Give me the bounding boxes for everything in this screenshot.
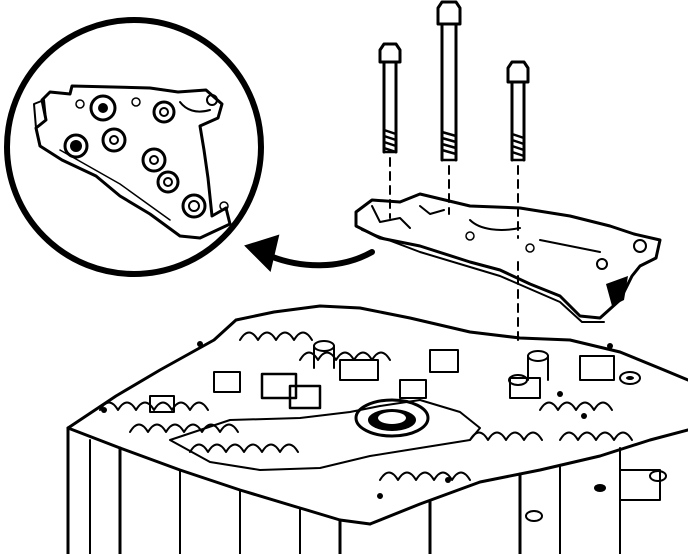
detail-bolt (181, 193, 207, 219)
detail-hole (131, 97, 141, 107)
detail-circle-border (4, 17, 264, 277)
detail-plate-tab (33, 99, 47, 129)
detail-plate (33, 84, 232, 240)
spool-row (99, 331, 633, 481)
detail-plate-outline (34, 84, 232, 240)
detail-hole (219, 201, 229, 211)
curved-arrow (244, 234, 375, 272)
detail-hole (75, 99, 85, 109)
detail-plate-rib (59, 149, 171, 221)
bolt-center (436, 0, 462, 215)
valve-blocks (149, 349, 661, 501)
detail-bolts (63, 94, 207, 219)
detail-plate-edge (179, 101, 211, 113)
detail-bolt (141, 147, 167, 173)
valve-dots (101, 341, 613, 499)
detail-bolt (101, 127, 127, 153)
bolt-right (506, 60, 530, 239)
detail-bolt (152, 100, 176, 124)
valve-body (66, 304, 688, 554)
detail-hole (206, 94, 218, 106)
detail-view (4, 17, 264, 277)
bolt-left (378, 42, 402, 219)
plate-shade (606, 276, 628, 306)
detail-bolt (156, 170, 180, 194)
detail-bolt (63, 133, 89, 159)
detail-bolt (89, 94, 117, 122)
gasket-channel (169, 399, 481, 471)
cutaway-plate (354, 192, 662, 341)
valve-bosses (313, 340, 667, 522)
seal-ring (354, 398, 430, 438)
